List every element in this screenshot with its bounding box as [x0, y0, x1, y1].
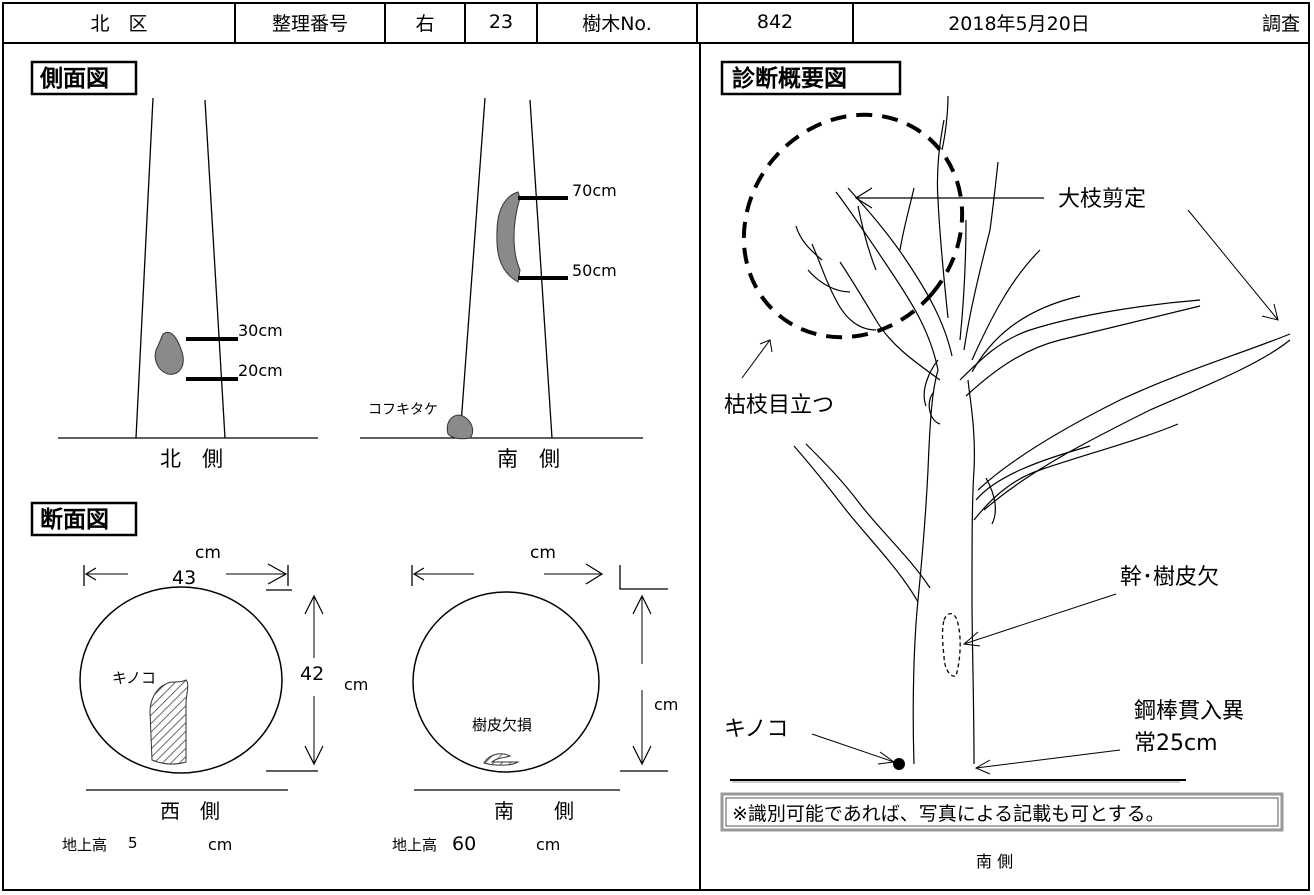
center-divider [699, 42, 701, 891]
header-ward: 北 区 [4, 2, 236, 42]
south-trunk-left-edge [459, 97, 486, 439]
right-height-unit: cm [536, 835, 560, 854]
south-side-label: 南 側 [497, 447, 560, 471]
cross-section-section: 断面図 cm 43 キノコ 42 cm 西 側 地上高 5 cm cm [30, 501, 678, 855]
right-height-label: 地上高 [392, 836, 437, 854]
header-survey: 調査 [1261, 12, 1300, 35]
right-note-label: 樹皮欠損 [472, 716, 532, 734]
fungus-dot [893, 758, 905, 770]
trunk-damage-outline [941, 613, 961, 677]
left-depth-value: 42 [300, 663, 324, 685]
cross-section-title-box [30, 501, 138, 537]
side-view-section: 側面図 30cm 20cm 北 側 70cm 50cm コフキタケ 南 側 [30, 60, 643, 471]
north-cavity-mark [154, 332, 184, 375]
dead-branches-ellipse [741, 112, 965, 340]
note-text: ※識別可能であれば、写真による記載も可とする。 [732, 803, 1165, 825]
side-view-title-box [30, 60, 138, 96]
tree-sketch [793, 95, 1291, 765]
right-trunk-section [412, 591, 600, 773]
right-width-unit: cm [530, 543, 556, 563]
pruning-label: 大枝剪定 [1058, 187, 1146, 212]
header-ref-no: 23 [466, 2, 538, 42]
diagnosis-title-box [720, 60, 902, 96]
fungus-label: キノコ [724, 717, 788, 742]
south-mark-70-label: 70cm [572, 181, 617, 200]
right-height-value: 60 [452, 833, 476, 855]
diagnosis-bottom-label: 南 側 [976, 852, 1013, 871]
header-tree-no: 842 [698, 2, 854, 42]
left-height-unit: cm [208, 835, 232, 854]
note-box [720, 792, 1284, 832]
left-width-unit: cm [195, 543, 221, 563]
left-height-value: 5 [128, 834, 138, 852]
south-section-side-label: 南 側 [494, 799, 574, 823]
left-width-value: 43 [172, 567, 196, 589]
left-fungus-hatched [149, 679, 189, 765]
south-mark-50-label: 50cm [572, 261, 617, 280]
north-mark-20-label: 20cm [238, 361, 283, 380]
left-depth-unit: cm [344, 675, 368, 694]
right-bark-damage-mark [483, 753, 520, 766]
south-fungus-mark [446, 414, 474, 440]
south-trunk-right-edge [529, 99, 553, 439]
south-cavity-mark [496, 191, 521, 283]
diagnosis-section: 診断概要図 [720, 60, 1291, 871]
fungus-note-label: コフキタケ [368, 402, 438, 418]
header-tree-label: 樹木No. [538, 2, 698, 42]
cross-section-title: 断面図 [40, 506, 109, 533]
north-trunk-left-edge [135, 97, 154, 439]
left-note-label: キノコ [112, 669, 156, 687]
header-date: 2018年5月20日 [948, 12, 1090, 35]
north-side-label: 北 側 [160, 447, 223, 471]
header-ref-label: 整理番号 [236, 2, 386, 42]
west-side-label: 西 側 [160, 799, 220, 823]
side-view-title: 側面図 [39, 66, 109, 92]
north-mark-30-label: 30cm [238, 321, 283, 340]
header-underline [2, 42, 1310, 44]
north-trunk-right-edge [204, 99, 226, 439]
steel-rod-label-1: 鋼棒貫入異 [1134, 699, 1244, 724]
bark-missing-label: 幹･樹皮欠 [1120, 565, 1219, 590]
header-side: 右 [386, 2, 466, 42]
left-trunk-section [79, 586, 283, 774]
dead-branches-label: 枯枝目立つ [724, 393, 834, 418]
diagnosis-title: 診断概要図 [732, 65, 847, 92]
right-depth-unit: cm [654, 695, 678, 714]
steel-rod-label-2: 常25cm [1134, 731, 1218, 756]
left-height-label: 地上高 [62, 836, 107, 854]
